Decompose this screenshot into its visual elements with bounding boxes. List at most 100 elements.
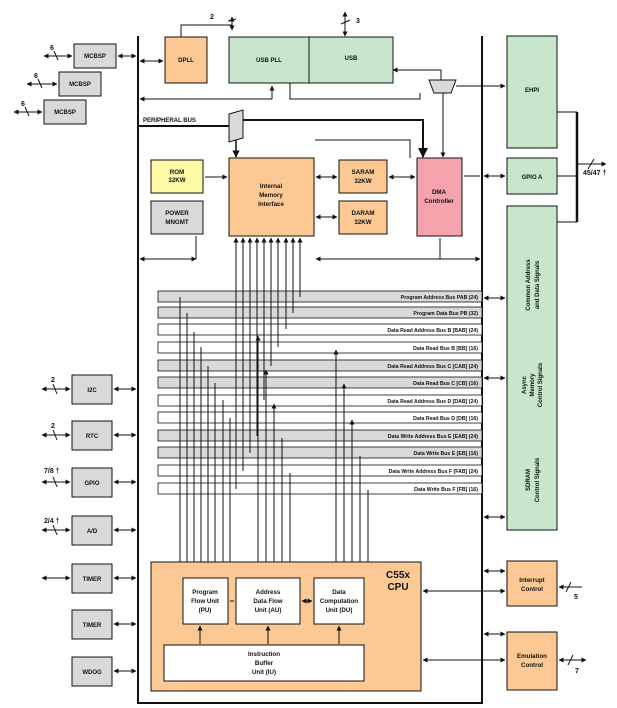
i2c-count: 2	[51, 377, 55, 384]
bus-label-bb: Data Read Bus B [BB] (16)	[413, 346, 478, 352]
cpu-title-2: CPU	[387, 582, 408, 593]
ehpi-box	[506, 35, 558, 149]
daram-box	[338, 200, 388, 235]
bus-bar	[157, 411, 483, 424]
daram-label-2: 32KW	[354, 219, 371, 226]
async-label-1: Async	[522, 375, 528, 394]
timer-box-1	[71, 563, 113, 594]
mcbsp-count-2: 6	[34, 73, 38, 80]
rtc-label: RTC	[86, 434, 99, 440]
gpio-count: 7/8 †	[44, 468, 60, 475]
du-label-1: Data	[332, 589, 346, 596]
bus-stack: Program Address Bus PAB (24) Program Dat…	[157, 290, 483, 495]
internal-memory-interface-box	[228, 157, 315, 237]
daram-label-1: DARAM	[351, 210, 374, 217]
wdog-box	[71, 656, 113, 687]
power-label-2: MNGMT	[165, 219, 189, 226]
bus-bar	[157, 376, 483, 389]
bus-label-eb: Data Write Bus E [EB] (16)	[414, 451, 479, 457]
dma-label-2: Controller	[424, 198, 454, 205]
cpu-bus-taps	[179, 297, 369, 578]
iu-label-1: Instruction	[248, 651, 280, 658]
emulation-count: 7	[575, 668, 579, 675]
timer-label-2: TIMER	[83, 623, 102, 629]
common-signals-label-1: Common Address	[526, 259, 532, 311]
rom-box	[150, 159, 204, 194]
bus-bar	[157, 394, 483, 407]
wdog-label: WDOG	[82, 670, 102, 676]
emulation-control-box	[506, 631, 558, 691]
mcbsp-box-2	[58, 71, 102, 97]
du-label-3: Unit (DU)	[326, 607, 353, 614]
emulation-label-2: Control	[521, 662, 543, 669]
iu-box	[163, 644, 365, 682]
mcbsp-label-3: MCBSP	[54, 110, 76, 116]
pu-box	[182, 577, 229, 625]
iu-label-3: Unit (IU)	[252, 669, 276, 676]
bus-label-fb: Data Write Bus F [FB] (16)	[414, 487, 478, 493]
usb-mux	[428, 79, 457, 94]
emulation-label-1: Emulation	[517, 653, 547, 660]
mcbsp-group: MCBSP MCBSP MCBSP 6 6 6	[13, 43, 137, 125]
peripheral-mux	[228, 109, 244, 143]
cpu-title-1: C55x	[386, 570, 410, 581]
bus-bar	[157, 446, 483, 459]
common-signals-label-2: and Data Signals	[535, 260, 541, 309]
sdram-label-2: Control Signals	[535, 457, 541, 502]
gpio-a-box	[506, 157, 558, 195]
dpll-label: DPLL	[178, 58, 194, 64]
bus-label-db: Data Read Bus D [DB] (16)	[413, 416, 478, 422]
au-label-1: Address	[256, 589, 281, 596]
pu-label-2: Flow Unit	[191, 598, 219, 605]
du-box	[313, 577, 365, 625]
mcbsp-label-2: MCBSP	[69, 82, 91, 88]
ad-count: 2/4 †	[44, 518, 60, 525]
bus-label-bab: Data Read Address Bus B [BAB] (24)	[387, 328, 478, 334]
imi-label-1: Internal	[260, 183, 283, 190]
ad-box	[71, 515, 113, 546]
bus-label-pab: Program Address Bus PAB (24)	[401, 295, 479, 301]
rtc-box	[71, 420, 113, 451]
power-box	[150, 200, 204, 235]
ehpi-label: EHPI	[525, 88, 539, 94]
dpll-count: 2	[210, 14, 214, 21]
mcbsp-box-1	[73, 43, 117, 69]
dma-label-1: DMA	[432, 189, 447, 196]
iu-label-2: Buffer	[255, 660, 274, 667]
pu-label-3: (PU)	[199, 607, 212, 614]
au-label-3: Unit (AU)	[255, 607, 282, 614]
bus-bar	[157, 464, 483, 477]
interrupt-label-2: Control	[521, 586, 543, 593]
bus-bar	[157, 482, 483, 495]
sdram-label-1: SDRAM	[526, 469, 532, 491]
left-peripherals: I2C RTC GPIO A/D TIMER TIMER WDOG 2 2 7/…	[41, 374, 137, 687]
bus-label-cb: Data Read Bus C [CB] (16)	[413, 381, 478, 387]
gpio-a-count: 45/47 †	[583, 170, 606, 177]
interrupt-label-1: Interrupt	[519, 577, 544, 584]
bus-label-eab: Data Write Address Bus E [EAB] (24)	[388, 434, 478, 440]
power-label-1: POWER	[165, 210, 189, 217]
rom-label-1: ROM	[170, 169, 184, 176]
mcbsp-label-1: MCBSP	[84, 54, 106, 60]
gpio-label: GPIO	[84, 481, 99, 487]
bus-label-pb: Program Data Bus PB (32)	[413, 311, 478, 317]
usb-box	[308, 36, 394, 84]
memory-bus-taps	[233, 237, 303, 489]
saram-label-2: 32KW	[354, 178, 371, 185]
du-label-2: Computation	[320, 598, 358, 605]
mcbsp-count-3: 6	[21, 101, 25, 108]
external-memory-panel	[506, 205, 558, 531]
async-label-2: Memory	[530, 373, 536, 397]
ad-label: A/D	[87, 529, 98, 535]
pu-label-1: Program	[192, 589, 218, 596]
usb-pll-label: USB PLL	[256, 58, 282, 64]
mcbsp-box-3	[43, 99, 87, 125]
bus-label-dab: Data Read Address Bus D [DAB] (24)	[387, 399, 478, 405]
gpio-box	[71, 467, 113, 498]
imi-label-3: Interface	[258, 201, 284, 208]
bus-label-cab: Data Read Address Bus C [CAB] (24)	[387, 364, 478, 370]
au-label-2: Data Flow	[253, 598, 282, 605]
interrupt-control-box	[506, 560, 558, 607]
imi-label-2: Memory	[259, 192, 283, 199]
usb-pll-box	[228, 36, 310, 84]
